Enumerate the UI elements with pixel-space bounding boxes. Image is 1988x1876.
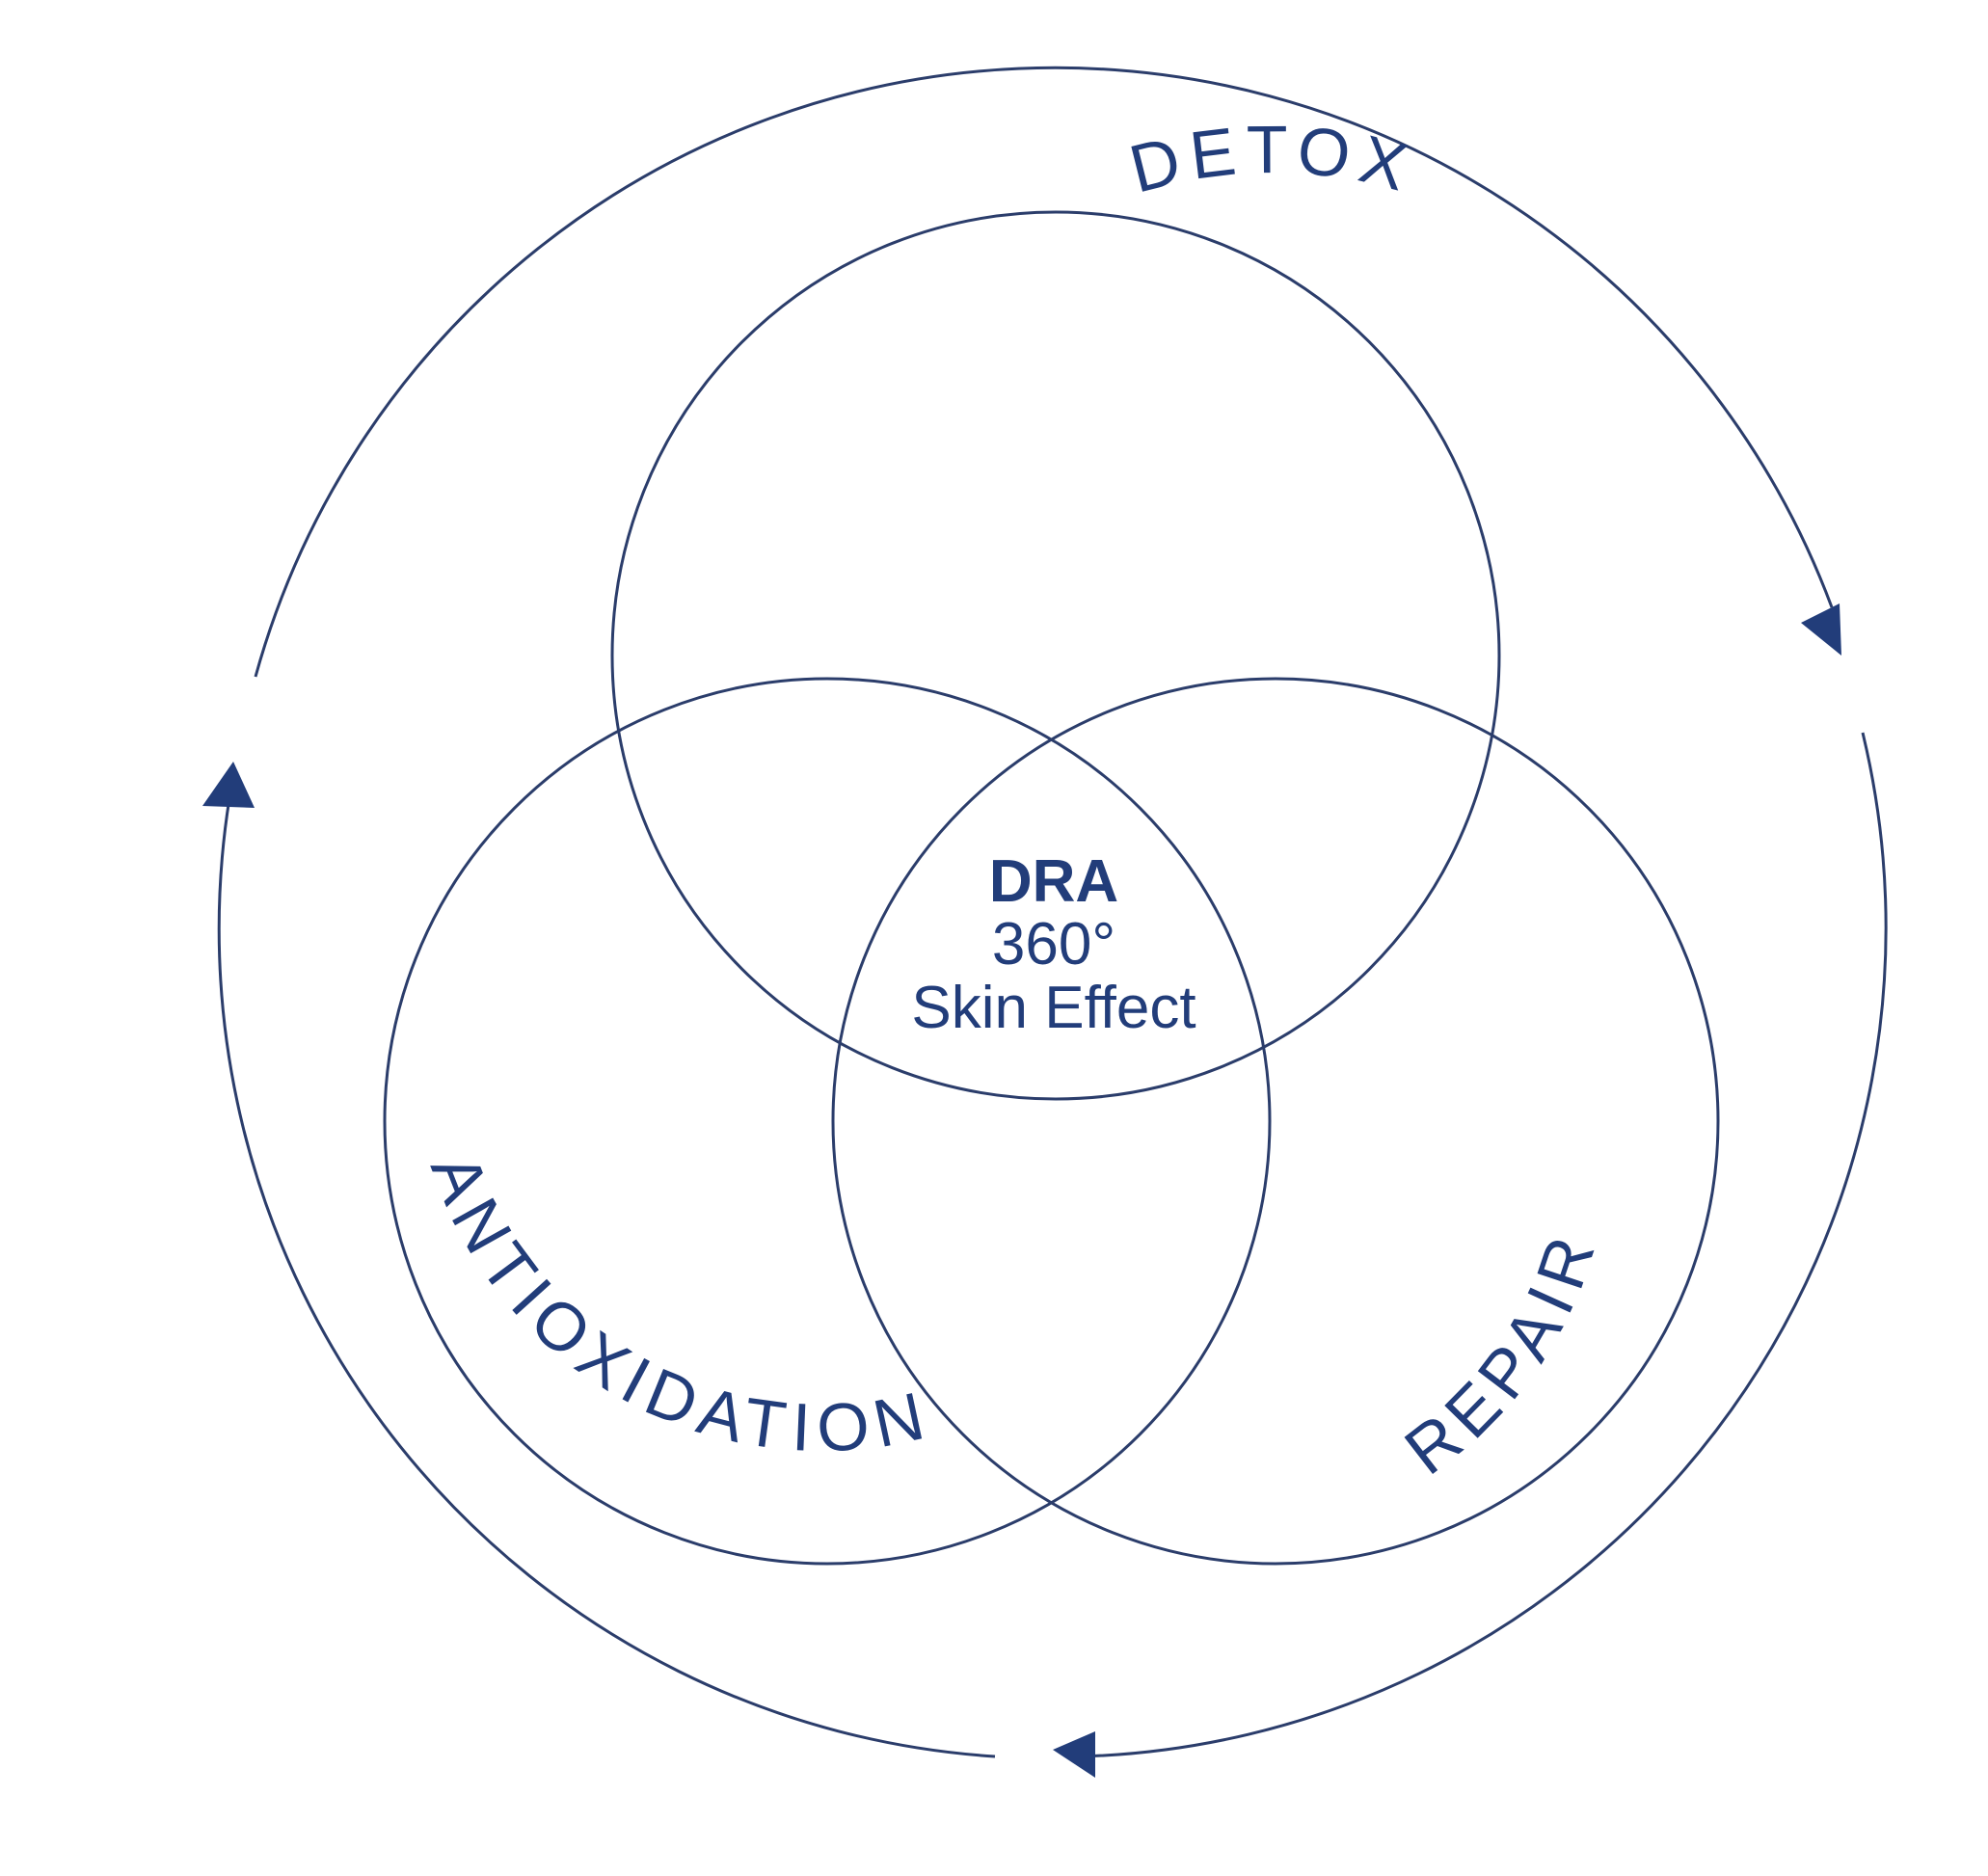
center-block: DRA 360° Skin Effect	[911, 848, 1195, 1041]
label-antioxidation-text: ANTIOXIDATION	[416, 1143, 929, 1466]
center-line-1: 360°	[992, 911, 1115, 978]
label-repair-text: REPAIR	[1391, 1219, 1603, 1488]
arrow-left-icon	[1053, 1731, 1095, 1778]
arrow-up-icon	[202, 762, 255, 808]
cycle-arrows	[202, 603, 1841, 1778]
circle-detox	[610, 210, 1501, 1101]
cycle-arc-right	[1081, 732, 1888, 1758]
circle-repair	[831, 677, 1720, 1566]
label-repair: REPAIR	[1391, 1219, 1612, 1488]
center-line-2: Skin Effect	[911, 975, 1195, 1041]
arrow-down-right-icon	[1801, 603, 1841, 656]
label-detox-text: DETOX	[1122, 112, 1414, 207]
label-detox: DETOX	[1122, 112, 1423, 207]
cycle-arcs	[217, 66, 1888, 1758]
cycle-arc-bottom	[217, 797, 996, 1758]
circle-antioxidation	[383, 677, 1272, 1566]
center-title: DRA	[989, 848, 1118, 915]
cycle-arc-top	[254, 66, 1834, 678]
venn-circles	[383, 210, 1720, 1566]
label-antioxidation: ANTIOXIDATION	[416, 1143, 938, 1466]
